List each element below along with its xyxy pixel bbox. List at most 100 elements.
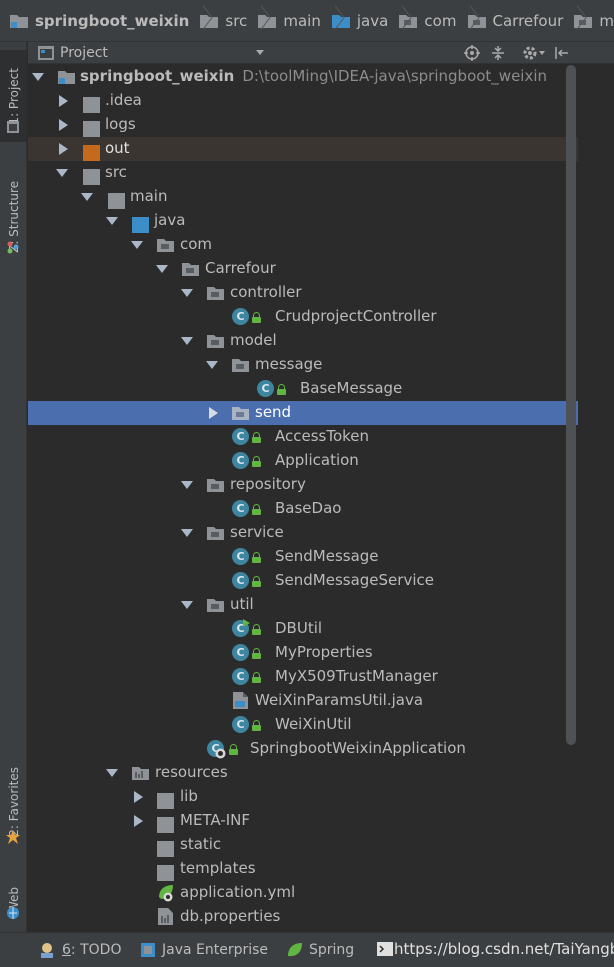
tree-node-label: model [230,331,277,349]
tree-node-static[interactable]: static [28,833,578,857]
tree-node-logs[interactable]: logs [28,113,578,137]
tree-node-base-message[interactable]: C BaseMessage [28,377,578,401]
hide-panel-icon[interactable] [554,45,570,61]
tree-node-send-message[interactable]: C SendMessage [28,545,578,569]
tree-node-controller[interactable]: controller [28,281,578,305]
tree-node-label: repository [230,475,306,493]
tree-node-service[interactable]: service [28,521,578,545]
tree-node-message[interactable]: message [28,353,578,377]
breadcrumb-item-springboot-weixin[interactable]: springboot_weixin [10,0,189,41]
tree-node-java[interactable]: java [28,209,578,233]
expand-arrow-icon[interactable] [59,143,68,155]
tree-node-label: src [105,163,127,181]
tree-node-repository[interactable]: repository [28,473,578,497]
project-panel-header: Project [28,42,614,64]
tree-node-label: MyProperties [275,643,373,661]
tree-node-idea[interactable]: .idea [28,89,578,113]
expand-arrow-icon[interactable] [134,815,143,827]
expand-arrow-icon[interactable] [156,265,168,273]
tree-node-label: db.properties [180,907,281,925]
tree-node-label: send [255,403,292,421]
chevron-down-icon[interactable] [539,51,545,55]
tree-node-db-properties[interactable]: db.properties [28,905,578,929]
expand-arrow-icon[interactable] [206,361,218,369]
tree-node-label: util [230,595,254,613]
tool-tab-todo[interactable]: 6: TODO [38,940,121,960]
breadcrumb-label: java [356,11,389,30]
tree-node-send[interactable]: send [28,401,578,425]
vertical-scrollbar[interactable] [566,65,576,745]
breadcrumb-item-carrefour[interactable]: Carrefour [467,0,563,41]
tree-node-lib[interactable]: lib [28,785,578,809]
tree-node-out[interactable]: out [28,137,578,161]
tree-node-application-yml[interactable]: application.yml [28,881,578,905]
tree-node-weixin-util[interactable]: C WeiXinUtil [28,713,578,737]
tree-node-meta-inf[interactable]: META-INF [28,809,578,833]
tree-node-crudproject-controller[interactable]: C CrudprojectController [28,305,578,329]
terminal-icon[interactable] [377,941,393,957]
tree-node-label: application.yml [180,883,296,901]
lock-icon [252,552,261,563]
tree-node-application[interactable]: C Application [28,449,578,473]
tree-node-model[interactable]: model [28,329,578,353]
tree-node-carrefour[interactable]: Carrefour [28,257,578,281]
expand-arrow-icon[interactable] [59,119,68,131]
tree-node-label: controller [230,283,302,301]
tree-node-label: templates [180,859,256,877]
tree-node-label: Carrefour [205,259,276,277]
chevron-down-icon[interactable] [256,50,264,55]
expand-arrow-icon[interactable] [106,217,118,225]
tree-node-db-util[interactable]: C DBUtil [28,617,578,641]
spring-leaf-icon [288,943,302,957]
tree-node-my-x509-trust-manager[interactable]: C MyX509TrustManager [28,665,578,689]
tree-node-templates[interactable]: templates [28,857,578,881]
expand-arrow-icon[interactable] [131,241,143,249]
expand-arrow-icon[interactable] [106,769,118,777]
tree-node-weixin-params-util[interactable]: WeiXinParamsUtil.java [28,689,578,713]
class-icon: C [232,452,249,469]
expand-arrow-icon[interactable] [181,289,193,297]
package-icon [207,599,224,612]
tree-node-label: out [105,139,130,157]
tree-node-send-message-service[interactable]: C SendMessageService [28,569,578,593]
class-icon: C [232,668,249,685]
breadcrumb-separator [193,0,196,41]
tool-tab-spring[interactable]: Spring [287,940,354,960]
tool-tab-label: 2: Favorites [6,767,21,837]
tree-node-src[interactable]: src [28,161,578,185]
properties-file-icon [158,908,173,925]
tree-node-springboot-weixin-application[interactable]: C SpringbootWeixinApplication [28,737,578,761]
expand-arrow-icon[interactable] [81,193,93,201]
tree-node-resources[interactable]: resources [28,761,578,785]
class-icon: C [232,428,249,445]
tree-node-access-token[interactable]: C AccessToken [28,425,578,449]
expand-arrow-icon[interactable] [209,407,218,419]
tool-tab-java-enterprise[interactable]: Java Enterprise [140,940,268,960]
tree-node-util[interactable]: util [28,593,578,617]
tool-tab-web[interactable]: Web [0,870,27,930]
expand-arrow-icon[interactable] [181,529,193,537]
tree-node-com[interactable]: com [28,233,578,257]
collapse-all-icon[interactable] [490,45,506,61]
expand-arrow-icon[interactable] [56,169,68,177]
expand-arrow-icon[interactable] [181,601,193,609]
expand-arrow-icon[interactable] [134,791,143,803]
expand-arrow-icon[interactable] [181,337,193,345]
folder-icon [108,193,125,209]
tree-node-my-properties[interactable]: C MyProperties [28,641,578,665]
module-folder-icon [10,14,28,28]
tool-tab-structure[interactable]: Z: Structure [0,162,27,272]
folder-icon [157,793,174,809]
expand-arrow-icon[interactable] [59,95,68,107]
expand-arrow-icon[interactable] [32,73,44,81]
gear-icon[interactable] [522,45,538,61]
class-icon: C [257,380,274,397]
panel-title[interactable]: Project [60,44,108,61]
lock-icon [252,456,261,467]
project-tab-icon [7,121,19,133]
tree-node-main[interactable]: main [28,185,578,209]
expand-arrow-icon[interactable] [181,481,193,489]
locate-target-icon[interactable] [464,45,480,61]
tree-node-base-dao[interactable]: C BaseDao [28,497,578,521]
